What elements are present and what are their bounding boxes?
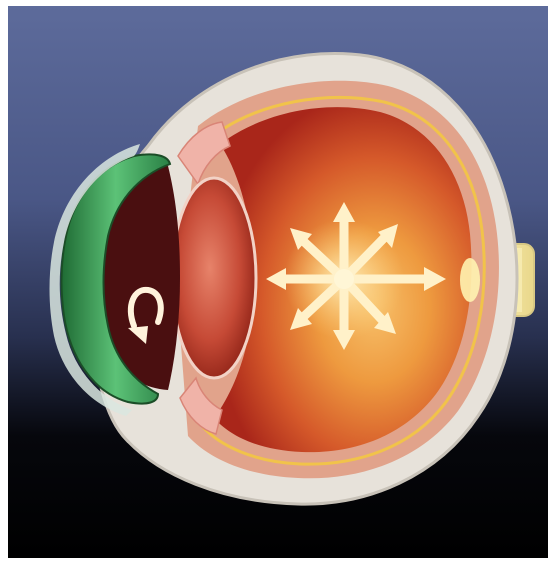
eye-illustration — [8, 6, 548, 558]
eye-cross-section-graphic — [8, 6, 548, 558]
lens — [172, 178, 256, 378]
optic-disc — [460, 258, 480, 302]
light-source-center — [334, 269, 354, 289]
